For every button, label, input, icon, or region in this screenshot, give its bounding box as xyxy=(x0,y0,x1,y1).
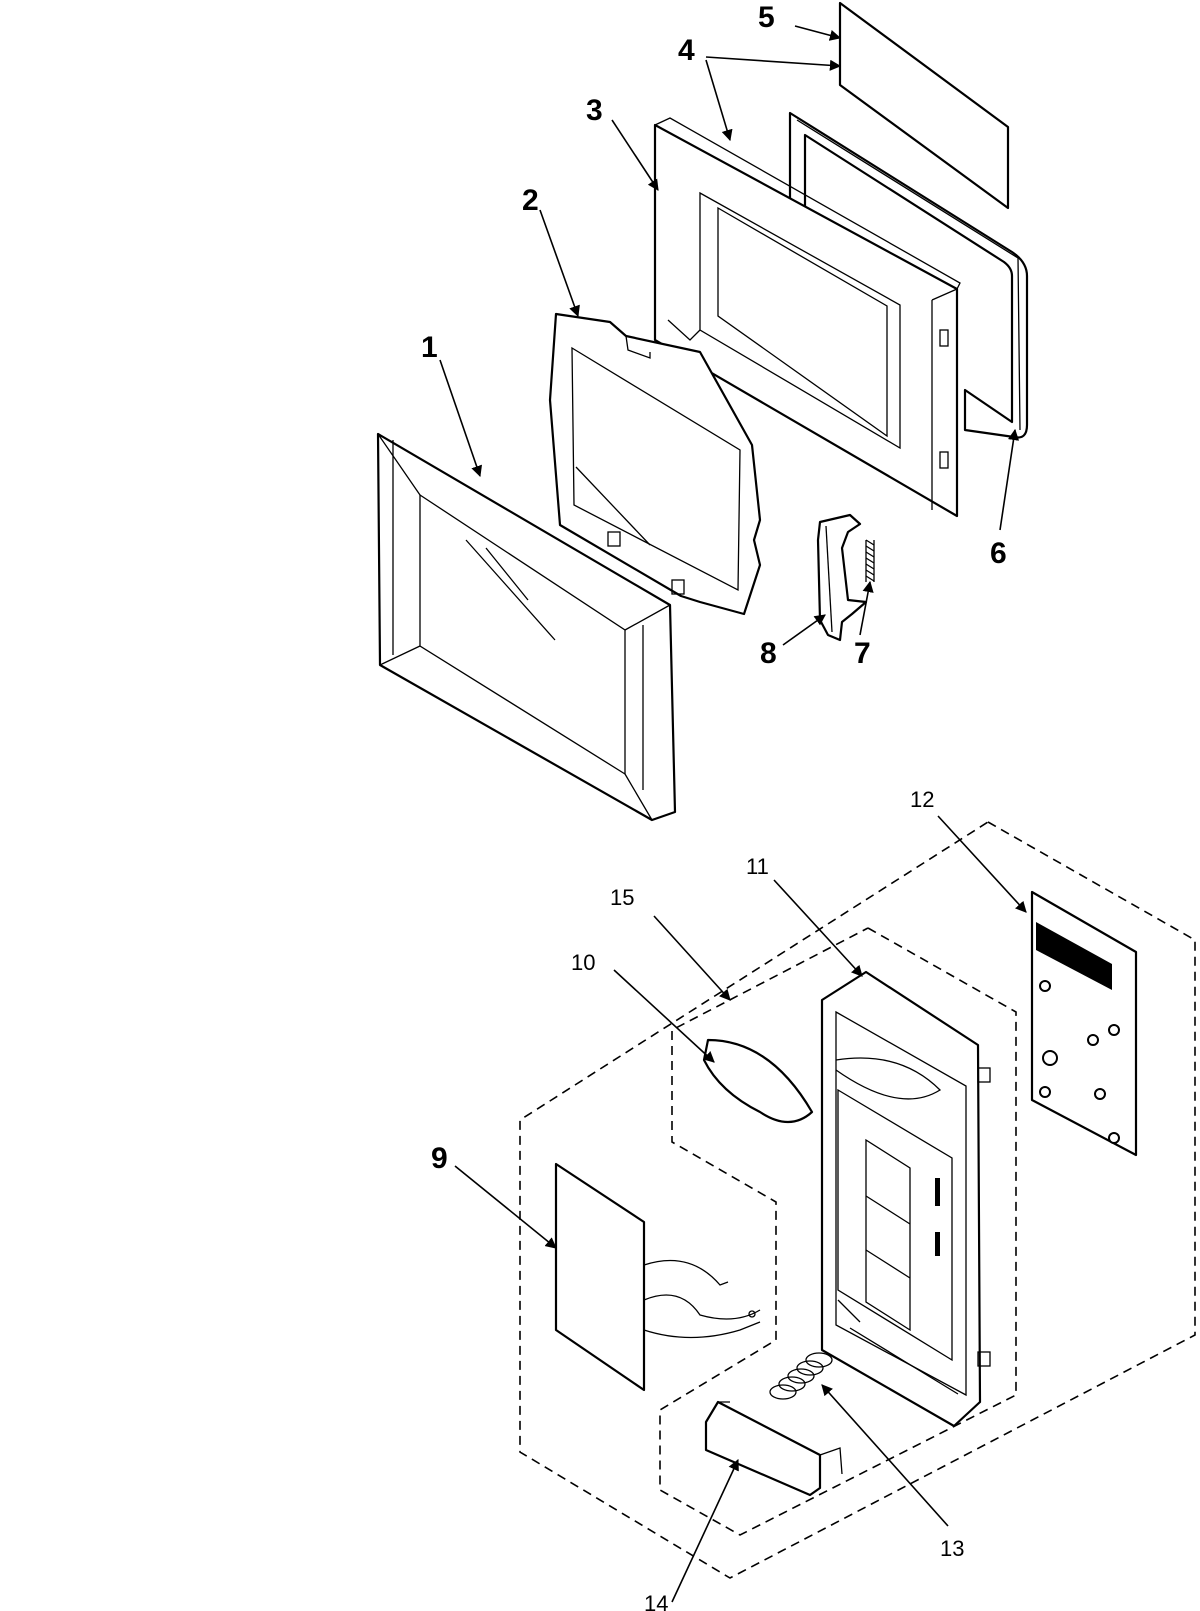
callout-9: 9 xyxy=(431,1142,448,1175)
callout-8: 8 xyxy=(760,637,777,670)
assembly-15-boundary xyxy=(659,927,1017,1536)
part-8-door-latch xyxy=(816,513,868,642)
callout-4: 4 xyxy=(678,34,695,67)
callout-1: 1 xyxy=(421,331,438,364)
callout-14: 14 xyxy=(644,1591,668,1611)
part-3-inner-door-frame xyxy=(653,117,961,518)
part-5-door-film xyxy=(838,1,1010,210)
assembly-12-boundary xyxy=(519,821,1196,1579)
part-12-control-board xyxy=(1030,890,1138,1157)
callout-12: 12 xyxy=(910,787,934,812)
callout-6: 6 xyxy=(990,537,1007,570)
callout-3: 3 xyxy=(586,94,603,127)
callout-5: 5 xyxy=(758,1,775,34)
callout-11: 11 xyxy=(746,854,769,879)
part-13-button-spring xyxy=(769,1352,833,1400)
part-10-lens xyxy=(702,1038,814,1124)
callout-7: 7 xyxy=(854,637,871,670)
part-2-choke-plate xyxy=(548,312,762,616)
part-1-outer-door-panel xyxy=(376,432,677,822)
part-14-release-button xyxy=(704,1400,843,1497)
callout-10: 10 xyxy=(571,950,595,975)
callout-15: 15 xyxy=(610,885,634,910)
part-7-latch-spring xyxy=(865,539,875,582)
part-9-membrane-sheet xyxy=(554,1162,761,1392)
callout-13: 13 xyxy=(940,1536,964,1561)
part-11-control-panel-frame xyxy=(820,970,991,1428)
callout-2: 2 xyxy=(522,184,539,217)
